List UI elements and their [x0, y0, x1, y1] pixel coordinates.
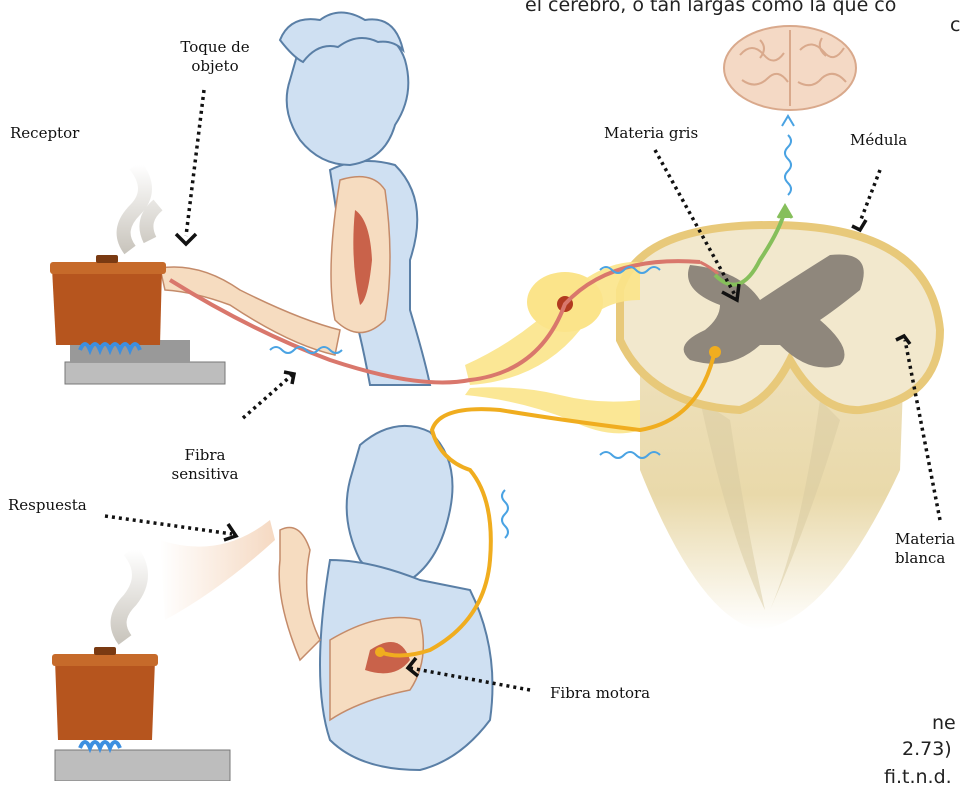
label-white-matter: Materia blanca: [895, 530, 965, 568]
page-text-bottom-1: ne: [932, 712, 956, 734]
page-text-bottom-2: 2.73): [902, 738, 952, 760]
label-motor-fiber: Fibra motora: [550, 684, 650, 703]
label-sensory-fiber-line1: Fibra: [155, 446, 255, 465]
ascending-signal: [785, 135, 791, 195]
pot-icon-bottom: [52, 647, 230, 781]
label-touch-line1: Toque de: [160, 38, 270, 57]
page-text-top-2: c: [950, 14, 960, 36]
label-white-matter-line2: blanca: [895, 549, 965, 568]
label-response: Respuesta: [8, 496, 87, 515]
page-text-top-1: el cerebro, o tan largas como la que co: [525, 0, 896, 16]
label-receptor: Receptor: [10, 124, 79, 143]
label-gray-matter: Materia gris: [604, 124, 698, 143]
label-medulla: Médula: [850, 131, 907, 150]
label-sensory-fiber: Fibra sensitiva: [155, 446, 255, 484]
page-text-bottom-3: fi.t.n.d.: [884, 766, 952, 788]
steam-icon: [124, 165, 158, 250]
label-sensory-fiber-line2: sensitiva: [155, 465, 255, 484]
label-touch: Toque de objeto: [160, 38, 270, 76]
brain-icon: [724, 26, 856, 110]
label-white-matter-line1: Materia: [895, 530, 965, 549]
label-touch-line2: objeto: [160, 57, 270, 76]
spinal-cord: [620, 225, 940, 630]
